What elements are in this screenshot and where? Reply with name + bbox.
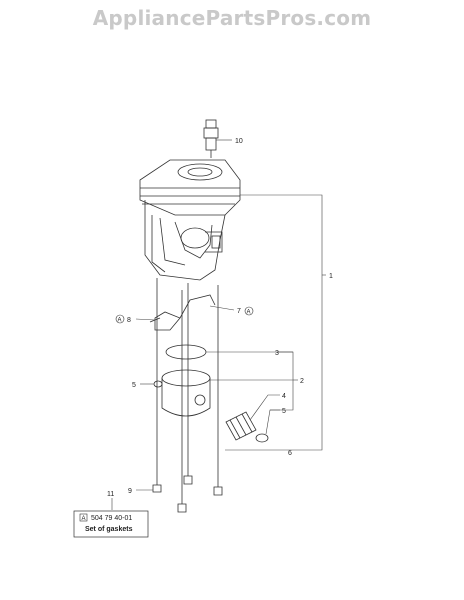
callout-9: 9 [128,488,132,495]
cylinder-screw[interactable] [183,283,193,485]
gasket-wire[interactable] [149,294,216,331]
cylinder-screw[interactable] [177,290,187,513]
callout-7: 7 [237,308,241,315]
callout-4: 4 [282,393,286,400]
piston-pin-clip[interactable] [255,433,269,443]
gasket-part-number: 504 79 40-01 [91,515,132,522]
needle-bearing[interactable] [225,411,257,441]
gasket-description: Set of gaskets [85,526,133,533]
callout-6: 6 [288,450,292,457]
spark-plug[interactable] [203,119,219,158]
callout-11: 11 [107,491,114,498]
cylinder[interactable] [139,159,241,281]
callout-8: 8 [127,317,131,324]
site-watermark: AppliancePartsPros.com [92,6,372,30]
cylinder-screw[interactable] [213,285,223,496]
callout-10: 10 [235,138,243,145]
gasket-kit-box[interactable] [73,510,149,538]
callout-2: 2 [300,378,304,385]
gasket-badge: A [82,516,86,522]
piston-ring[interactable] [165,344,207,360]
piston[interactable] [161,369,211,417]
callout-5-right: 5 [282,408,286,415]
callout-8-badge: A [118,318,122,324]
callout-8-badge-circle [115,314,125,324]
callout-1: 1 [329,273,333,280]
callout-3: 3 [275,350,279,357]
callout-7-badge-circle [244,306,254,316]
callout-5-left: 5 [132,382,136,389]
cylinder-screw[interactable] [152,278,162,493]
callout-7-badge: A [247,310,251,316]
circlip[interactable] [153,380,163,388]
